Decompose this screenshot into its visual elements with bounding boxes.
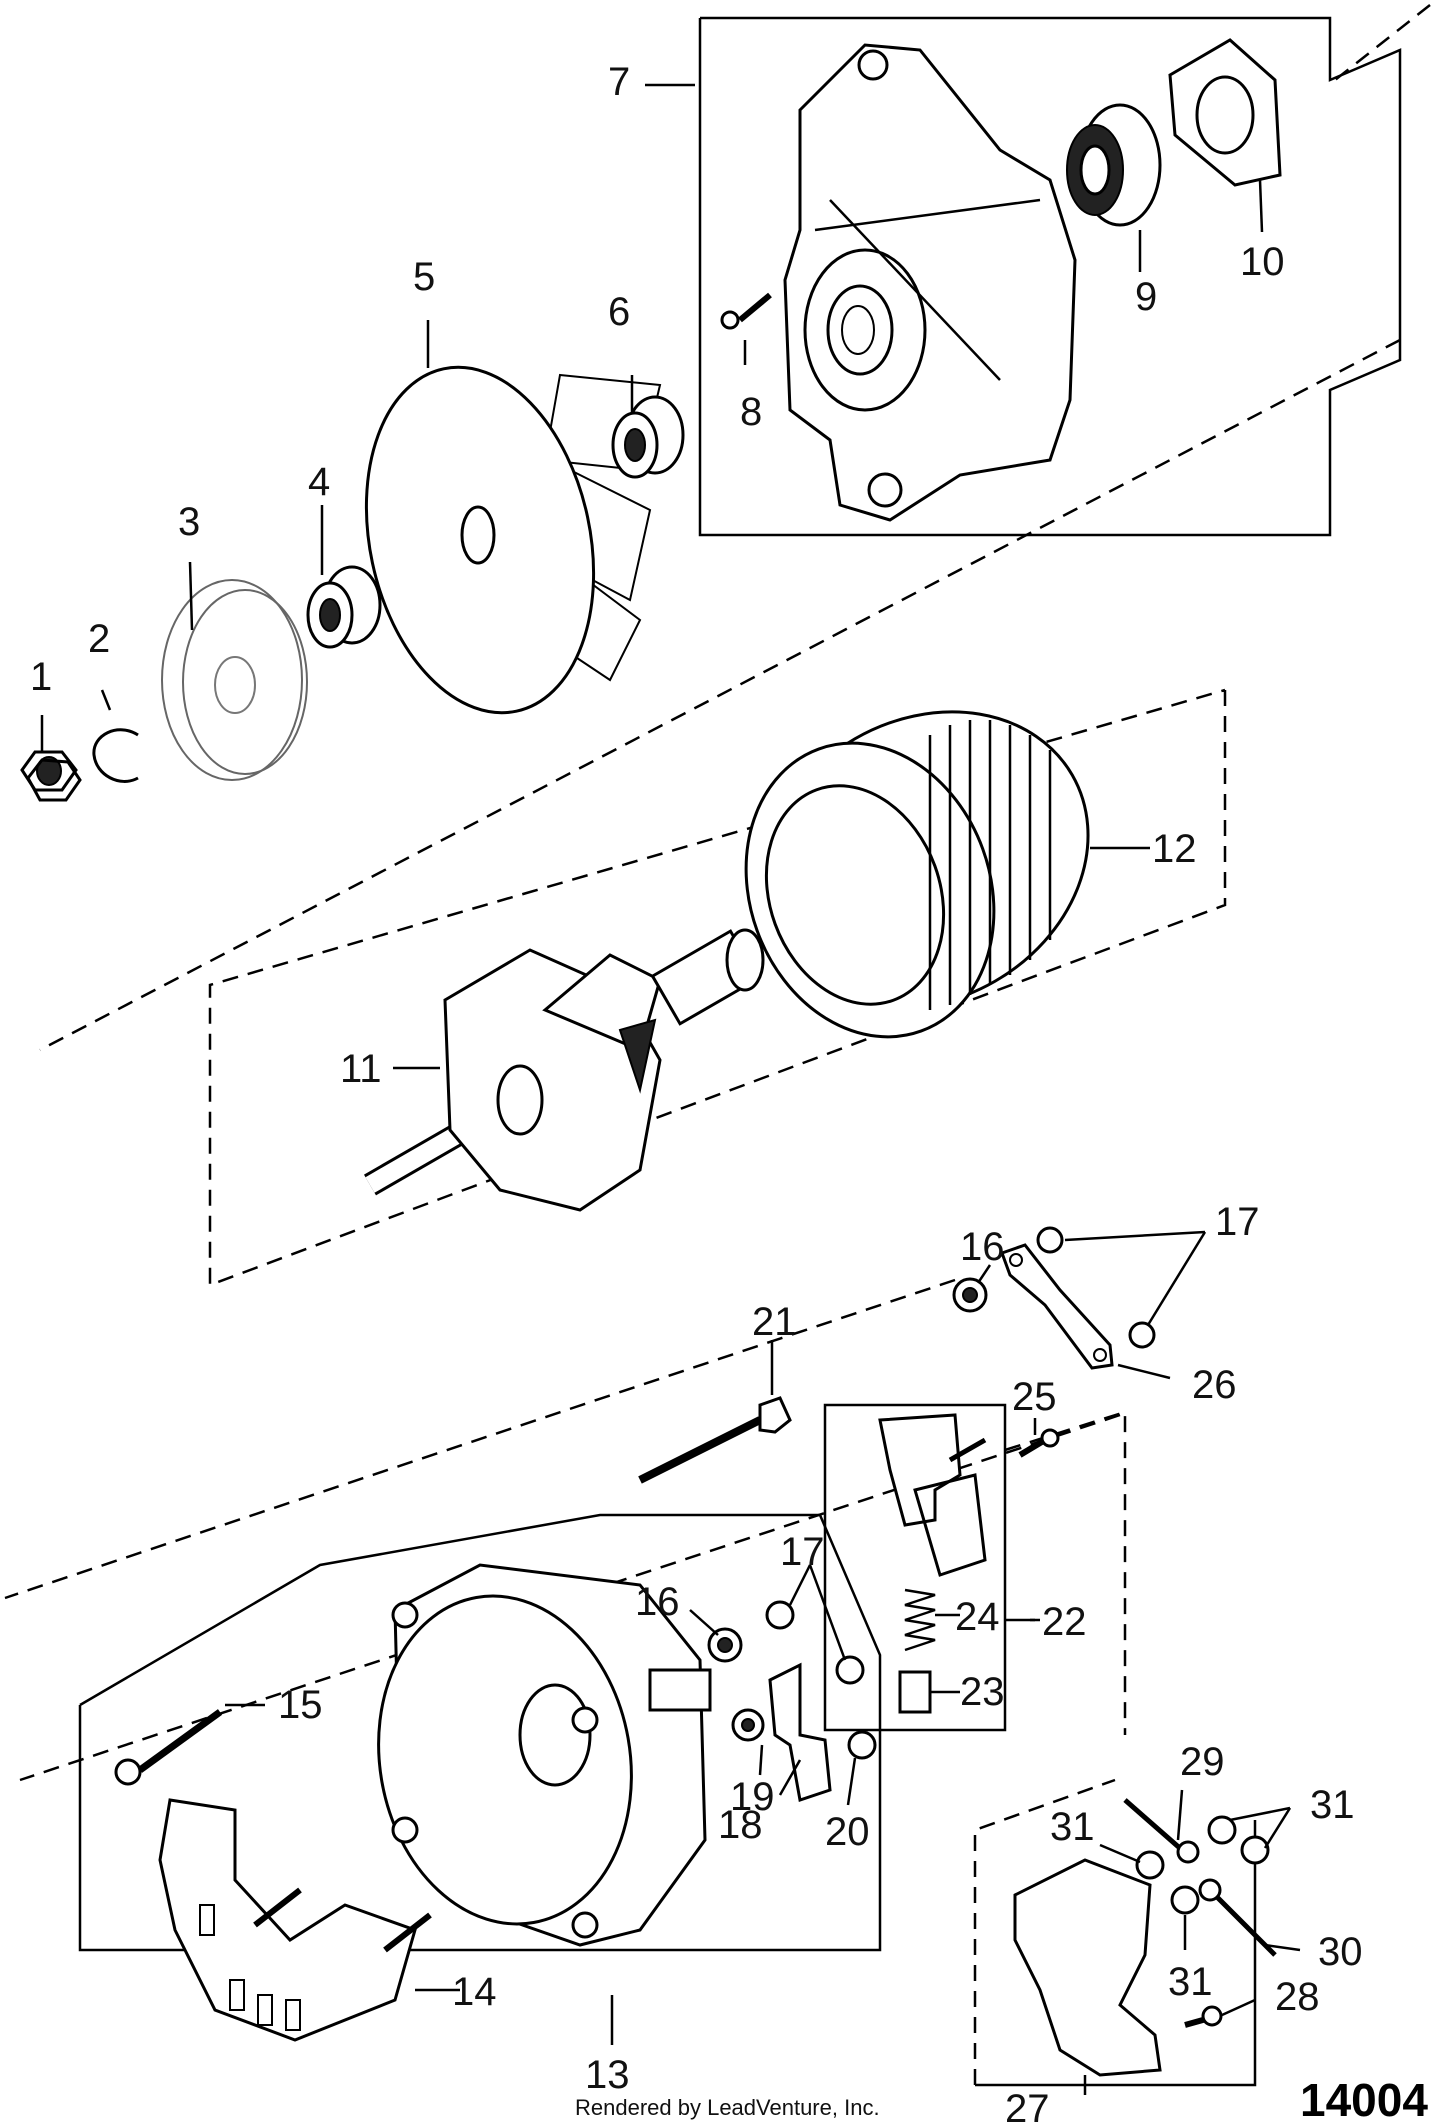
callout-31-bottom: 31 [1168,1960,1213,2004]
brush-holder-part-22 [878,1413,987,1577]
callout-22: 22 [1042,1600,1087,1644]
callout-6: 6 [608,290,630,334]
callout-8: 8 [740,390,762,434]
spacer-part-4 [306,565,382,649]
callout-15: 15 [278,1683,323,1727]
nut-part-31 [1135,1815,1270,1915]
callout-23: 23 [960,1670,1005,1714]
callout-25: 25 [1012,1375,1057,1419]
bushing-part-6 [611,395,685,479]
callout-30: 30 [1318,1930,1363,1974]
callout-13: 13 [585,2053,630,2097]
callout-1: 1 [30,655,52,699]
snap-ring-part-2 [92,728,139,783]
callout-5: 5 [413,255,435,299]
housing-7-box [698,16,1402,537]
screw-part-8 [720,292,772,330]
callout-16-upper: 16 [960,1225,1005,1269]
wire-part-29 [1123,1798,1200,1864]
brush-holder-box [823,1403,1007,1732]
link-part-26 [1000,1243,1114,1370]
callout-14: 14 [452,1970,497,2014]
axis-dash-right [39,338,1401,1052]
brush-dash [1004,1410,1127,1735]
nut-part-17 [765,1226,1156,1685]
brush-part-23 [898,1670,932,1714]
nut-part-1 [20,750,82,802]
callout-11: 11 [340,1047,382,1091]
callout-20: 20 [825,1810,870,1854]
callout-26: 26 [1192,1363,1237,1407]
rear-housing-part-7 [783,43,1077,522]
callout-18: 18 [718,1803,763,1847]
callout-labels: 1 2 3 4 5 6 7 8 9 10 11 12 13 14 15 16 1… [30,60,1363,2126]
cover-part-27 [1013,1858,1162,2077]
callout-29: 29 [1180,1740,1225,1784]
callout-31-right: 31 [1310,1783,1355,1827]
nut-part-20 [847,1730,877,1760]
cover-dash [973,1778,1116,2085]
fan-part-5 [364,365,662,715]
wire-part-30 [1198,1878,1277,1957]
callout-24: 24 [955,1595,1000,1639]
callout-17-lower: 17 [780,1530,825,1574]
leader-lines [40,83,1301,2095]
callout-12: 12 [1152,827,1197,871]
callout-2: 2 [88,617,110,661]
callout-31-left: 31 [1050,1805,1095,1849]
cover-box [975,1820,1257,2087]
bolt-part-21 [638,1396,792,1484]
screw-part-25 [1018,1428,1060,1458]
screw-part-28 [1184,2005,1223,2028]
spring-part-24 [904,1588,936,1652]
callout-7: 7 [608,60,630,104]
nut-part-16-upper [952,1277,988,1313]
axis-dash-top [1334,4,1431,81]
bearing-part-9 [1066,103,1162,227]
callout-3: 3 [178,500,200,544]
screw-part-15 [114,1709,223,1786]
rotor-part-11 [364,928,765,1212]
retainer-plate-part-10 [1168,38,1282,187]
pulley-part-3 [161,579,308,781]
terminal-part-18 [768,1662,832,1802]
figure-number: 14004 [1300,2074,1428,2126]
washer-part-19 [731,1708,765,1742]
callout-19: 19 [730,1775,775,1819]
callout-27: 27 [1005,2087,1050,2126]
axis-dash-bottom [4,1278,956,1600]
rotor-stator-box [208,688,1227,1287]
stator-part-12 [744,710,1090,1039]
callout-21: 21 [752,1300,797,1344]
front-housing-part-13 [377,1563,712,1947]
callout-16-lower: 16 [635,1580,680,1624]
callout-4: 4 [308,460,330,504]
callout-10: 10 [1240,240,1285,284]
footer-credit: Rendered by LeadVenture, Inc. [575,2095,880,2120]
callout-28: 28 [1275,1975,1320,2019]
callout-17-upper: 17 [1215,1200,1260,1244]
nut-part-16-lower [707,1627,743,1663]
shield-plate-part-14 [158,1798,432,2042]
callout-9: 9 [1135,275,1157,319]
